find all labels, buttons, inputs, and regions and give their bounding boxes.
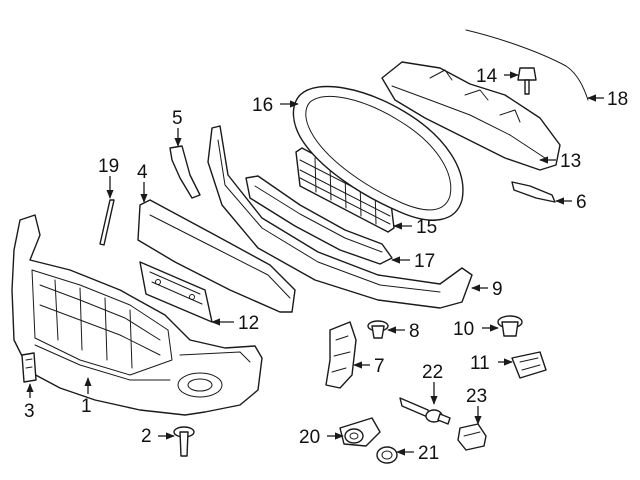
callout-15: 15: [416, 217, 437, 238]
bolt-lower-part: [173, 426, 195, 457]
parking-sensor-part: [339, 417, 381, 447]
callout-10: 10: [453, 319, 474, 340]
grille-housing-part: [381, 61, 561, 171]
grille-surround-part: [292, 85, 464, 221]
callout-14: 14: [476, 66, 498, 87]
callout-3: 3: [24, 401, 35, 422]
callout-22: 22: [422, 362, 443, 383]
callout-17: 17: [414, 251, 435, 272]
nut-10-part: [497, 315, 523, 337]
callout-11: 11: [470, 353, 490, 374]
callout-1: 1: [81, 396, 92, 417]
callout-13: 13: [560, 151, 581, 172]
small-bracket-part: [511, 181, 556, 203]
connector-part: [457, 423, 487, 451]
bumper-cover-part: [11, 214, 263, 416]
callout-23: 23: [466, 386, 487, 407]
callout-19: 19: [98, 156, 119, 177]
impact-absorber-part: [137, 199, 296, 313]
callout-16: 16: [252, 95, 273, 116]
callout-21: 21: [418, 443, 439, 464]
bolt-upper-part: [517, 67, 537, 95]
callout-18: 18: [607, 89, 628, 110]
callout-8: 8: [409, 321, 420, 342]
callout-4: 4: [137, 162, 148, 183]
callout-12: 12: [238, 313, 259, 334]
callout-labels: 1 2 3 4 5 6 7 8 9 10 11 12 13 14 15 16 1…: [24, 66, 628, 464]
upper-support-part: [207, 125, 473, 309]
leader-lines: [26, 71, 604, 456]
clip-8-part: [367, 320, 389, 339]
sensor-22-part: [399, 397, 451, 425]
lower-side-bracket-part: [325, 321, 357, 389]
upper-bracket-part: [169, 145, 201, 199]
callout-9: 9: [492, 279, 503, 300]
clip-nut-11-part: [511, 351, 547, 379]
callout-7: 7: [374, 356, 385, 377]
callout-20: 20: [299, 427, 320, 448]
callout-2: 2: [141, 426, 152, 447]
trim-strip-part: [99, 199, 115, 246]
side-bracket-part: [21, 352, 37, 383]
upper-trim-strip-part: [465, 29, 589, 101]
grommet-part: [376, 446, 398, 464]
callout-5: 5: [172, 108, 183, 129]
callout-6: 6: [576, 192, 587, 213]
